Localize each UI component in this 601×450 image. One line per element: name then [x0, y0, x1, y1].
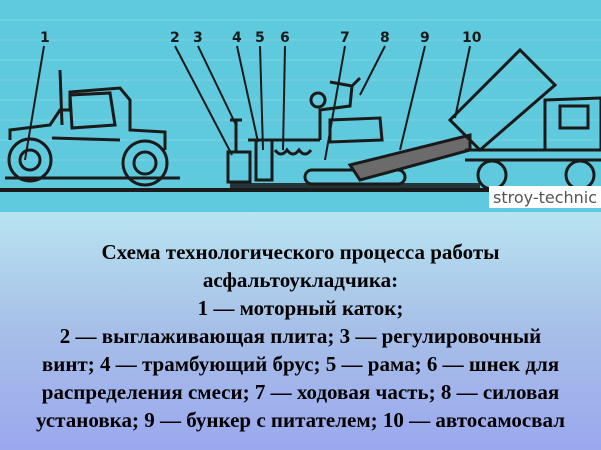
- callout-7: 7: [340, 30, 350, 46]
- caption-legend-line-2: 2 — выглаживающая плита; 3 — регулировоч…: [59, 324, 542, 348]
- caption-legend-line-5: установка; 9 — бункер с питателем; 10 — …: [36, 408, 565, 432]
- diagram-panel: 1 2 3 4 5 6 7 8 9 10 stroy-technic: [0, 0, 601, 212]
- caption-legend-line-4: распределения смеси; 7 — ходовая часть; …: [41, 380, 560, 404]
- callout-8: 8: [380, 30, 390, 46]
- callout-3: 3: [193, 30, 203, 46]
- leader-lines: [24, 45, 471, 161]
- callout-9: 9: [420, 30, 430, 46]
- callout-2: 2: [170, 30, 180, 46]
- callout-labels: 1 2 3 4 5 6 7 8 9 10: [40, 30, 482, 46]
- callout-4: 4: [232, 30, 242, 46]
- caption-legend-line-1: 1 — моторный каток;: [197, 296, 404, 320]
- callout-5: 5: [255, 30, 265, 46]
- roller-drawing: [5, 69, 180, 187]
- watermark-text: stroy-technic: [493, 188, 597, 207]
- caption-legend-line-3: винт; 4 — трамбующий брус; 5 — рама; 6 —…: [41, 352, 560, 376]
- callout-10: 10: [462, 30, 482, 46]
- paver-process-diagram: 1 2 3 4 5 6 7 8 9 10 stroy-technic: [0, 19, 601, 208]
- paver-drawing: [226, 76, 472, 186]
- callout-6: 6: [280, 30, 290, 46]
- caption-title-line-2: асфальтоукладчика:: [202, 268, 399, 292]
- dump-truck-drawing: [447, 47, 601, 191]
- callout-1: 1: [40, 30, 50, 46]
- watermark: stroy-technic: [489, 186, 601, 208]
- caption-title-line-1: Схема технологического процесса работы: [101, 240, 500, 264]
- caption: Схема технологического процесса работы а…: [0, 238, 601, 434]
